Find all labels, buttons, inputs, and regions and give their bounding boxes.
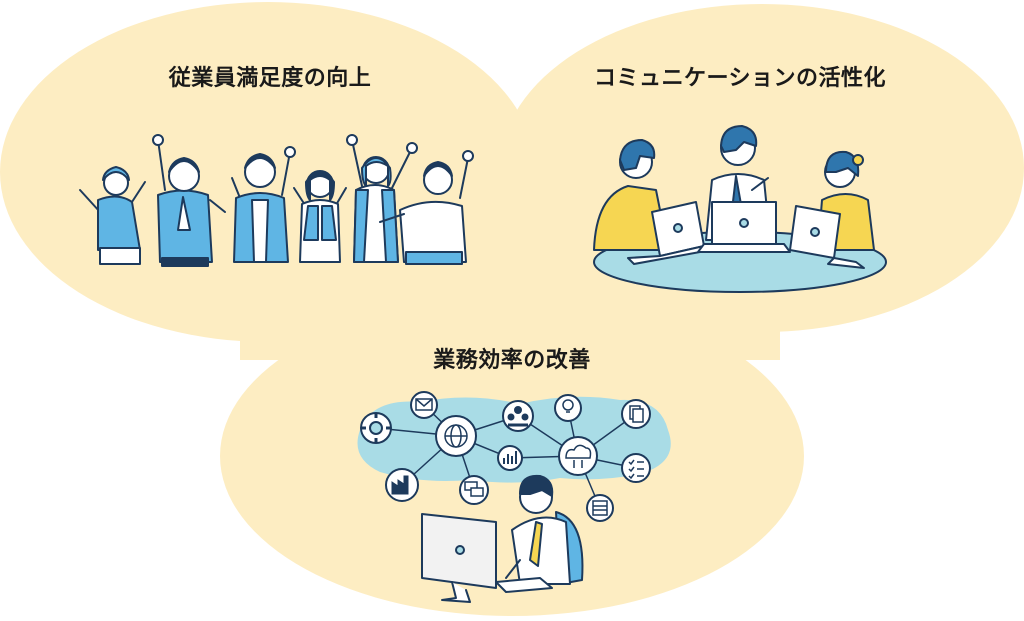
desk-worker [421,474,584,603]
keyboard [495,577,553,593]
person-4 [293,170,347,263]
person-6 [379,150,474,265]
gear-icon [360,412,392,444]
worker-body [511,516,571,585]
meeting-table-illustration [593,125,887,293]
bar-chart-icon [497,445,523,471]
necktie [529,521,543,567]
person-2 [152,134,226,267]
documents-icon [621,399,651,429]
factory-icon [385,468,419,502]
monitor [421,513,497,603]
person-left [593,139,669,251]
team-icon [502,400,534,432]
globe-icon [435,415,477,457]
list-icon [586,494,614,522]
topic-title-efficiency: 業務効率の改善 [433,348,591,373]
cloud-transfer-icon [558,436,598,476]
person-1 [79,166,146,265]
checklist-icon [621,453,651,483]
person-3 [231,146,296,263]
laptop-right [789,205,865,269]
laptop-center [697,201,791,253]
cheering-team-illustration [79,134,474,267]
network-worker-illustration [357,391,671,603]
lightbulb-icon [554,394,582,422]
mail-icon [410,391,438,419]
person-5 [346,134,418,263]
chat-icon [459,475,489,505]
topic-title-employee-satisfaction: 従業員満足度の向上 [168,66,372,91]
topic-title-communication: コミュニケーションの活性化 [593,66,887,91]
